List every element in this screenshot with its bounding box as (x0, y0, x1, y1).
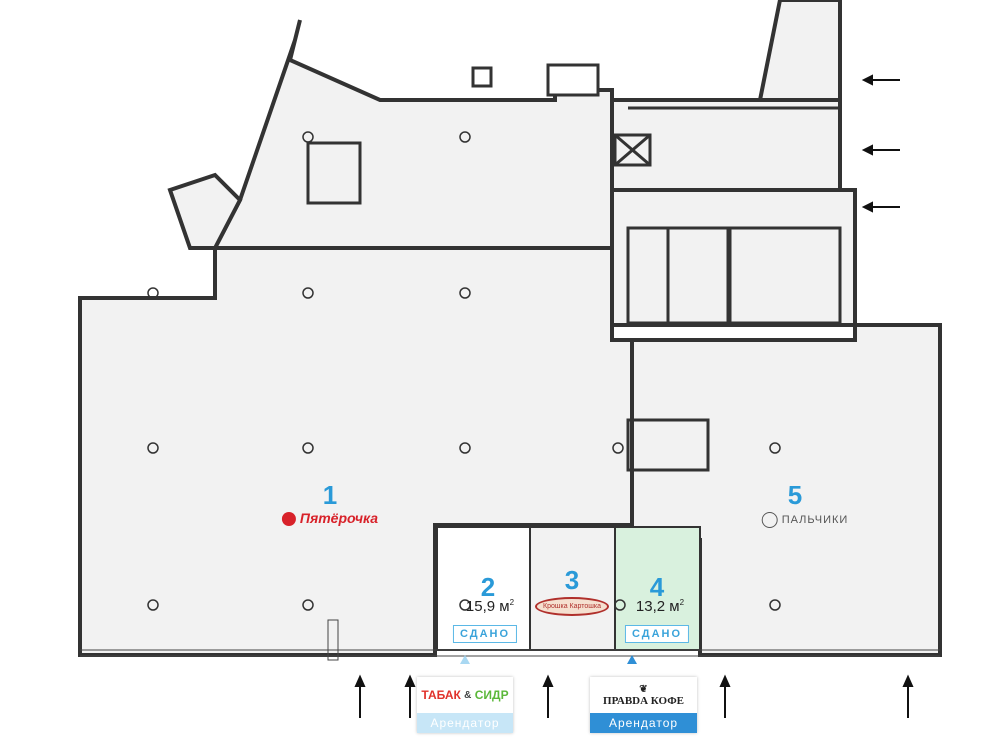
room-stair-left (167, 172, 243, 250)
tenant-logo: ТАБАК & СИДР (417, 677, 513, 713)
tenant-card[interactable]: ❦ПРАВDА КОФЕ Арендатор (590, 677, 697, 733)
unit-3-brand-logo: Крошка Картошка (535, 597, 609, 616)
status-badge: СДАНО (624, 625, 690, 643)
room-service (610, 188, 857, 327)
arrow-left-icon (861, 74, 900, 86)
tenant-card[interactable]: ТАБАК & СИДР Арендатор (417, 677, 513, 733)
arrow-up-icon (354, 674, 366, 718)
unit-number: 1 (322, 480, 338, 510)
arrow-up-icon (719, 674, 731, 718)
pointer-triangle (627, 655, 637, 664)
arrow-up-icon (404, 674, 416, 718)
pointer-triangle (460, 655, 470, 664)
unit-area: 13,2 м2 (635, 598, 685, 615)
leaf-icon: ❦ (639, 683, 648, 695)
arrow-left-icon (861, 201, 900, 213)
tenant-logo: ❦ПРАВDА КОФЕ (590, 677, 697, 713)
bottom-facade (80, 619, 940, 661)
unit-number: 4 (649, 572, 665, 602)
entrance-arrows (354, 74, 914, 718)
unit-area: 15,9 м2 (465, 598, 515, 615)
walls (78, 0, 942, 657)
arrow-up-icon (902, 674, 914, 718)
unit-1-brand-logo: Пятёрочка (281, 510, 378, 527)
room-upper-left (211, 19, 614, 250)
unit-number: 5 (787, 480, 803, 510)
tenant-label: Арендатор (590, 713, 697, 733)
room-upper-right (757, 0, 842, 102)
room-upper-center (610, 98, 842, 192)
partitions (306, 63, 842, 472)
unit-number: 3 (564, 565, 580, 595)
arrow-left-icon (861, 144, 900, 156)
status-badge: СДАНО (452, 625, 518, 643)
unit-number: 2 (480, 572, 496, 602)
unit-5-brand-logo: ПАЛЬЧИКИ (761, 512, 849, 528)
arrow-up-icon (542, 674, 554, 718)
tenant-label: Арендатор (417, 713, 513, 733)
columns (147, 131, 781, 611)
